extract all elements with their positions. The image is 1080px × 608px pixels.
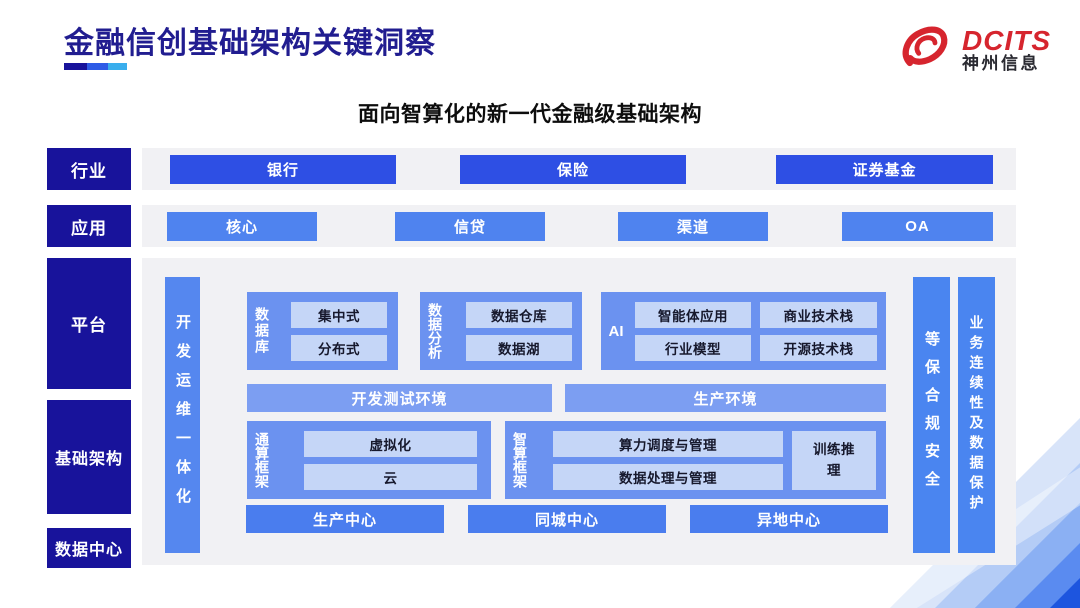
database-section: 数据库 集中式 分布式 (247, 292, 398, 370)
general-framework-label: 通算框架 (254, 432, 270, 488)
side-label-industry: 行业 (47, 148, 131, 190)
app-item-credit: 信贷 (395, 212, 545, 241)
intelligent-framework-label: 智算框架 (512, 432, 528, 488)
security-compliance-bar: 等保合规安全 (913, 277, 950, 553)
ai-item-commercial-stack: 商业技术栈 (760, 302, 877, 328)
business-continuity-bar: 业务连续性及数据保护 (958, 277, 995, 553)
database-section-label: 数据库 (254, 307, 270, 355)
ai-item-agent-apps: 智能体应用 (635, 302, 751, 328)
intelligent-framework-section: 智算框架 算力调度与管理 数据处理与管理 训练推理 (505, 421, 886, 499)
app-item-oa: OA (842, 212, 993, 241)
framework-item-compute-scheduling: 算力调度与管理 (553, 431, 783, 457)
database-item-distributed: 分布式 (291, 335, 387, 361)
ai-item-industry-models: 行业模型 (635, 335, 751, 361)
center-remote: 异地中心 (690, 505, 888, 533)
side-label-datacenter: 数据中心 (47, 528, 131, 568)
industry-item-bank: 银行 (170, 155, 396, 184)
app-item-channel: 渠道 (618, 212, 768, 241)
general-framework-section: 通算框架 虚拟化 云 (247, 421, 491, 499)
diagram-title: 面向智算化的新一代金融级基础架构 (358, 103, 702, 126)
logo-company: 神州信息 (962, 54, 1040, 74)
company-logo: DCITS 神州信息 (893, 20, 1051, 79)
side-label-infrastructure: 基础架构 (47, 400, 131, 514)
devops-bar: 开发运维一体化 (165, 277, 200, 553)
logo-brand: DCITS (962, 24, 1051, 56)
production-env-bar: 生产环境 (565, 384, 886, 412)
database-item-centralized: 集中式 (291, 302, 387, 328)
framework-item-train-inference: 训练推理 (792, 431, 876, 490)
app-item-core: 核心 (167, 212, 317, 241)
ai-section-label: AI (608, 322, 624, 340)
analytics-item-warehouse: 数据仓库 (466, 302, 572, 328)
analytics-section: 数据分析 数据仓库 数据湖 (420, 292, 582, 370)
analytics-section-label: 数据分析 (427, 303, 443, 359)
title-underline-segment (87, 63, 108, 70)
dev-test-env-bar: 开发测试环境 (247, 384, 552, 412)
page-title: 金融信创基础架构关键洞察 (64, 27, 436, 60)
center-production: 生产中心 (246, 505, 444, 533)
title-underline-segment (108, 63, 127, 70)
framework-item-data-processing: 数据处理与管理 (553, 464, 783, 490)
ai-section: AI 智能体应用 商业技术栈 行业模型 开源技术栈 (601, 292, 886, 370)
title-underline-segment (64, 63, 87, 70)
framework-item-virtualization: 虚拟化 (304, 431, 477, 457)
center-same-city: 同城中心 (468, 505, 666, 533)
side-label-application: 应用 (47, 205, 131, 247)
analytics-item-lake: 数据湖 (466, 335, 572, 361)
dcits-swirl-icon (893, 20, 955, 79)
ai-item-open-source-stack: 开源技术栈 (760, 335, 877, 361)
industry-item-securities: 证券基金 (776, 155, 993, 184)
industry-item-insurance: 保险 (460, 155, 686, 184)
side-label-platform: 平台 (47, 258, 131, 389)
framework-item-cloud: 云 (304, 464, 477, 490)
